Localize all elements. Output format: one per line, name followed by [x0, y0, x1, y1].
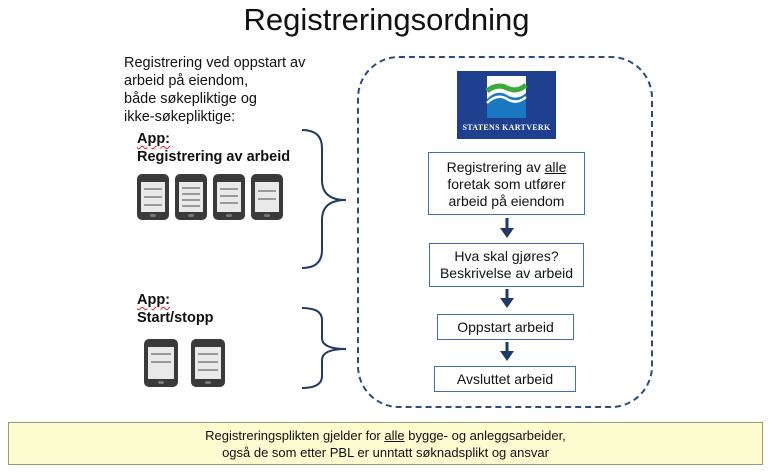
brace-upper	[301, 129, 347, 269]
footer-line1-emph: alle	[384, 428, 405, 443]
box1-line1-emph: alle	[544, 159, 567, 175]
kartverk-logo: STATENS KARTVERK	[457, 71, 556, 139]
app2-title: App:	[137, 292, 171, 308]
flow-step-register-all: Registrering av alle foretak som utfører…	[428, 152, 585, 215]
brace-lower	[301, 307, 347, 389]
intro-text: Registrering ved oppstart av arbeid på e…	[124, 54, 354, 126]
intro-line-4: ikke-søkepliktige:	[124, 109, 236, 125]
app1-title: App:	[137, 131, 171, 147]
app2-phones	[144, 339, 234, 389]
braces	[301, 129, 347, 389]
process-container	[357, 56, 653, 408]
flow-step-end: Avsluttet arbeid	[434, 366, 576, 392]
box1-line2: foretak som utfører	[447, 176, 566, 192]
app2-label: App: Start/stopp	[137, 291, 214, 327]
arrow-down-icon	[500, 342, 514, 361]
footer-line1-pre: Registreringsplikten gjelder for	[205, 428, 385, 443]
phone-screenshot	[137, 174, 169, 220]
footer-line1-post: bygge- og anleggsarbeider,	[404, 428, 566, 443]
footer-note: Registreringsplikten gjelder for alle by…	[8, 422, 763, 465]
flow-arrows	[500, 218, 514, 361]
intro-line-3: både søkepliktige og	[124, 91, 257, 107]
box3-label: Oppstart arbeid	[457, 318, 554, 335]
app2-subtitle: Start/stopp	[137, 310, 214, 326]
phone-screenshot	[251, 174, 283, 220]
box2-line1: Hva skal gjøres?	[454, 248, 559, 264]
phone-screenshot	[213, 174, 245, 220]
box2-line2: Beskrivelse av arbeid	[439, 265, 574, 281]
box1-line1-pre: Registrering av	[446, 159, 545, 175]
phone-screenshot	[175, 174, 207, 220]
intro-line-1: Registrering ved oppstart av	[124, 55, 306, 71]
flow-step-description: Hva skal gjøres? Beskrivelse av arbeid	[429, 243, 584, 287]
logo-emblem	[485, 76, 528, 118]
phone-screenshot	[144, 339, 178, 387]
footer-line2: også de som etter PBL er unntatt søknads…	[222, 445, 549, 460]
arrow-down-icon	[500, 218, 514, 238]
flow-step-start: Oppstart arbeid	[437, 314, 574, 340]
page-title: Registreringsordning	[243, 2, 530, 37]
box1-line3: arbeid på eiendom	[448, 193, 565, 209]
app1-phones	[137, 174, 287, 222]
intro-line-2: arbeid på eiendom,	[124, 73, 249, 89]
arrow-down-icon	[500, 289, 514, 308]
logo-text: STATENS KARTVERK	[462, 123, 551, 132]
app1-label: App: Registrering av arbeid	[137, 130, 290, 166]
app1-subtitle: Registrering av arbeid	[137, 149, 291, 165]
phone-screenshot	[191, 339, 225, 387]
box4-label: Avsluttet arbeid	[456, 370, 554, 387]
